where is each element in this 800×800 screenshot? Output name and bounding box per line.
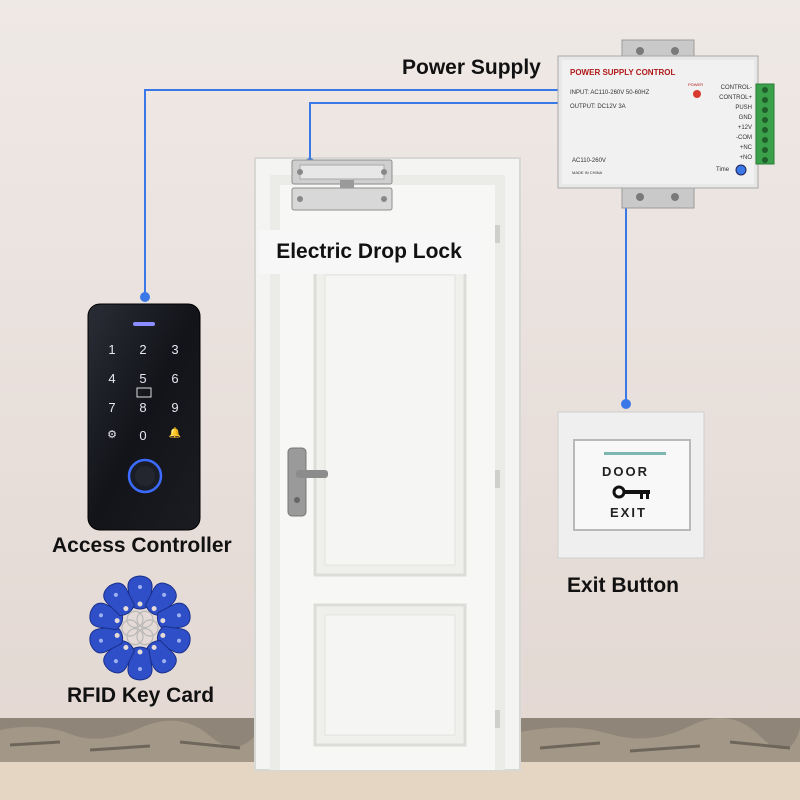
rfid-fob [103,639,135,674]
psu-model: AC110-260V [572,158,606,164]
settings-key[interactable]: ⚙ [107,429,117,441]
keypad-key[interactable]: 9 [171,400,179,415]
keypad-key[interactable]: 4 [108,371,116,386]
rfid-fob [127,646,153,681]
exit-plate-exit-text: EXIT [610,505,647,520]
psu-output-rating: OUTPUT: DC12V 3A [570,104,626,110]
key-ring [136,610,154,628]
key-ring [126,628,144,646]
terminal-label: +NO [739,155,752,161]
label-exit-button: Exit Button [567,574,679,597]
door-handle [287,447,328,517]
card-icon [136,387,152,398]
label-power-supply: Power Supply [402,56,541,79]
label-electric-drop-lock: Electric Drop Lock [258,230,480,274]
wire-node-controller [140,292,150,302]
keypad-key[interactable]: 6 [171,371,179,386]
keypad-key[interactable]: 1 [108,342,116,357]
stone-base-right [520,718,800,762]
bell-key[interactable]: 🔔 [168,428,182,439]
psu-time-label: Time [716,167,730,173]
exit-plate-door-text: DOOR [602,464,649,479]
terminal-label: PUSH [735,105,752,111]
psu-input-rating: INPUT: AC110-260V 50-60HZ [570,90,650,96]
keypad-key[interactable]: 2 [139,342,147,357]
stone-base-left [0,718,262,762]
power-led [693,90,701,98]
rfid-fob [127,575,153,610]
keypad-key[interactable]: 3 [171,342,179,357]
rfid-fob [145,582,177,617]
terminal-label: -COM [736,135,752,141]
terminal-label: +NC [739,145,752,151]
keypad-key[interactable]: 8 [139,400,147,415]
time-knob [735,164,747,176]
keypad-key[interactable]: 7 [108,400,116,415]
rfid-fob [103,582,135,617]
wire-lock-to-psu [309,102,560,160]
terminal-label: CONTROL- [720,85,752,91]
psu-origin: MADE IN CHINA [572,170,603,175]
label-access-controller: Access Controller [52,534,232,557]
psu-power-label: POWER [688,82,704,87]
keypad-key[interactable]: 5 [139,371,147,386]
wire-node-exit [621,399,631,409]
keypad-key[interactable]: 0 [139,428,147,443]
key-ring [141,619,159,637]
rfid-fob [156,602,191,631]
terminal-label: GND [738,115,752,121]
key-icon [612,485,650,499]
label-rfid-key-card: RFID Key Card [67,684,215,707]
key-ring [136,628,154,646]
psu-title: POWER SUPPLY CONTROL [570,68,676,77]
terminal-label: CONTROL+ [719,95,752,101]
wire-controller-to-psu [144,89,560,297]
terminal-label: +12V [737,125,752,131]
key-ring [126,610,144,628]
rfid-fob [89,625,124,654]
rfid-fob [145,639,177,674]
key-ring [121,619,139,637]
